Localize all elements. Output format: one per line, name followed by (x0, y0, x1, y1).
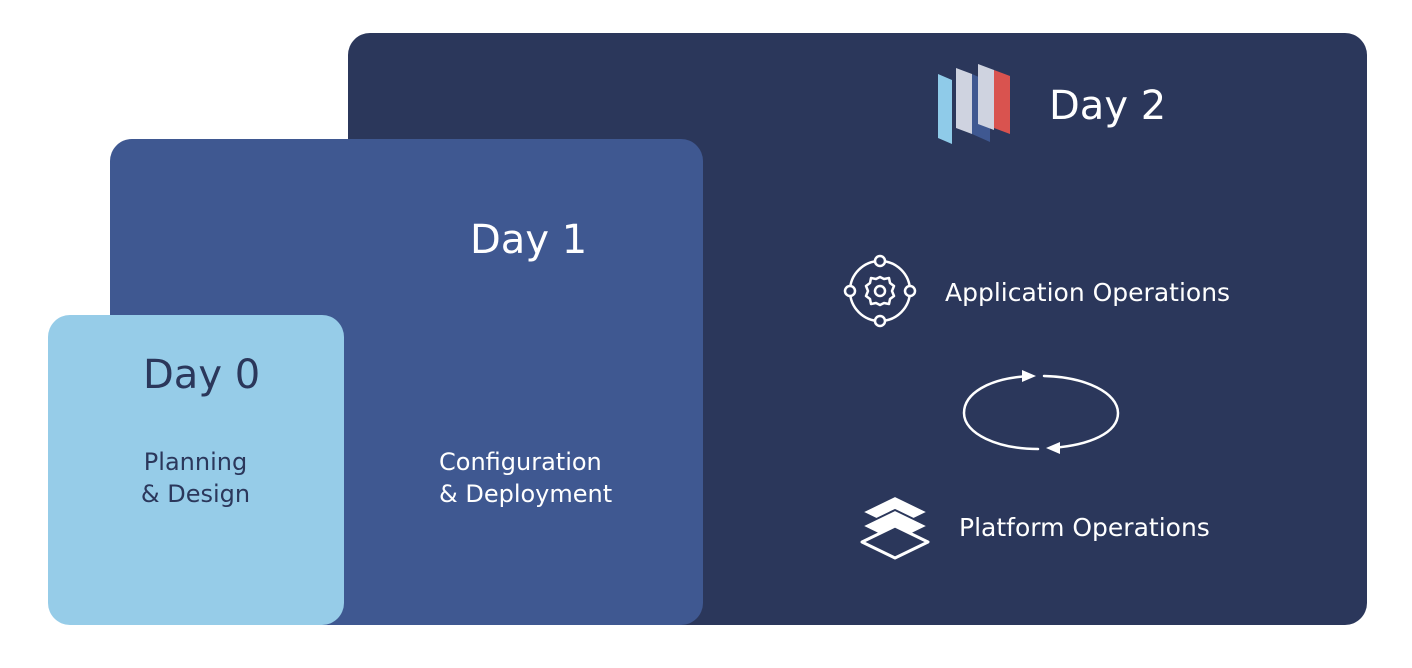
layers-icon (860, 495, 930, 560)
day-1-description-line-1: Configuration (439, 448, 602, 476)
day-0-description-line-1: Planning (143, 448, 248, 476)
day-2-title: Day 2 (1049, 83, 1167, 129)
day-1-title: Day 1 (470, 217, 588, 263)
day-1-description-line-2: & Deployment (439, 480, 613, 508)
platform-operations-label: Platform Operations (959, 513, 1210, 542)
day-0-description: Planning & Design (0, 446, 391, 510)
day-1-description: Configuration & Deployment (439, 446, 612, 510)
brand-logo-icon (938, 64, 1010, 144)
day-0-description-line-2: & Design (140, 480, 251, 508)
day-0-title: Day 0 (143, 352, 261, 398)
gear-orbit-icon (843, 254, 917, 328)
day-0-panel (48, 315, 344, 625)
cycle-arrows-icon (962, 370, 1120, 454)
application-operations-label: Application Operations (945, 278, 1231, 307)
